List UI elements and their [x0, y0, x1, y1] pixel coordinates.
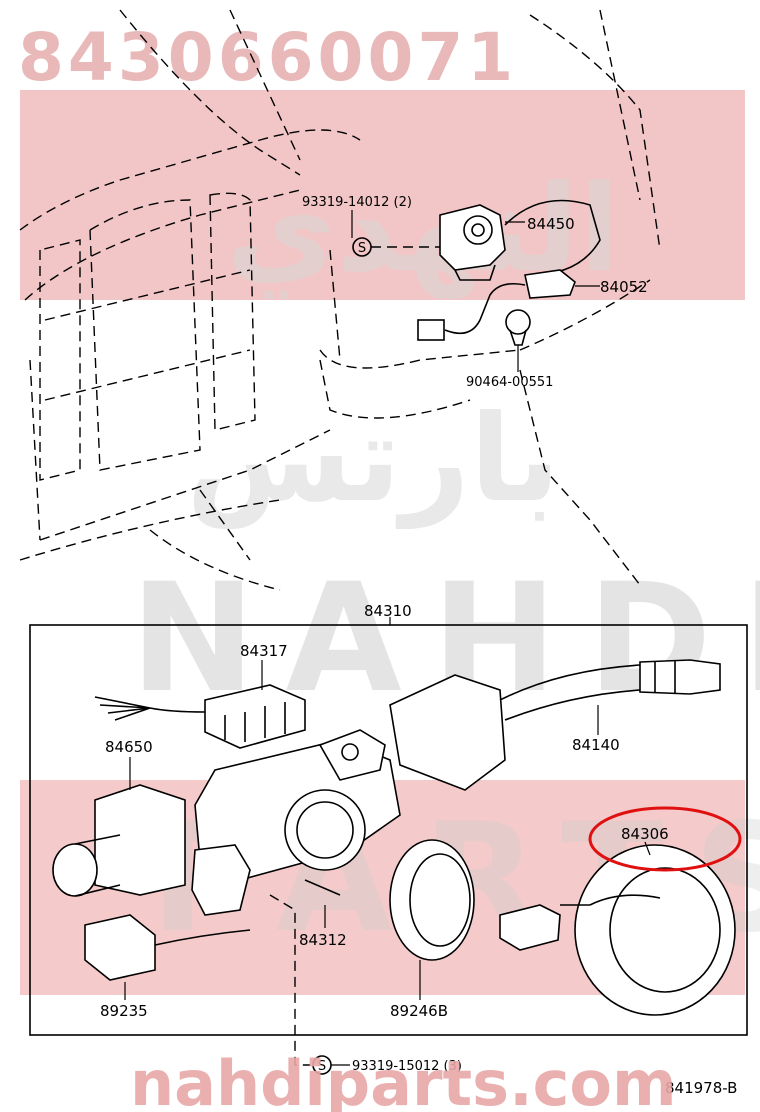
- highlight-ellipse: [588, 806, 742, 872]
- label-headlight-switch: 84650: [105, 738, 153, 756]
- watermark-arabic-parts: بارتس: [186, 390, 560, 529]
- screw-top-symbol: S: [351, 210, 440, 257]
- spiral-cable-part: [499, 841, 736, 1016]
- label-relay: 84317: [240, 642, 288, 660]
- svg-text:S: S: [358, 241, 366, 256]
- label-wiper-switch: 84140: [572, 736, 620, 754]
- label-ignition-switch: 84450: [527, 215, 575, 233]
- watermark-url: nahdiparts.com: [130, 1047, 677, 1112]
- label-bulb: 90464-00551: [466, 375, 553, 390]
- label-figure-id: 841978-B: [665, 1079, 737, 1097]
- label-pin: 84312: [299, 931, 347, 949]
- label-spiral-cable: 84306: [621, 825, 669, 843]
- headlight-switch-part: [52, 757, 186, 897]
- label-ring: 89246B: [390, 1002, 448, 1020]
- label-screw-top: 93319-14012 (2): [302, 195, 412, 210]
- label-connector-top: 84052: [600, 278, 648, 296]
- connector-top-part: [417, 269, 576, 341]
- connector-bottom-part: [84, 914, 251, 1000]
- assembly-frame: [29, 624, 748, 1036]
- bulb-part: [505, 309, 531, 346]
- ring-part: [389, 839, 475, 1000]
- wiper-switch-part: [389, 659, 721, 791]
- label-assembly: 84310: [364, 602, 412, 620]
- watermark-part-number: 8430660071: [18, 19, 517, 96]
- label-screw-bottom: 93319-15012 (3): [352, 1059, 462, 1074]
- screw-bottom-symbol: S: [312, 1055, 350, 1075]
- dashboard-outline: [19, 9, 661, 591]
- svg-text:S: S: [318, 1059, 326, 1074]
- label-connector-bottom: 89235: [100, 1002, 148, 1020]
- switch-body-part: [191, 729, 401, 1066]
- relay-part: [94, 660, 306, 749]
